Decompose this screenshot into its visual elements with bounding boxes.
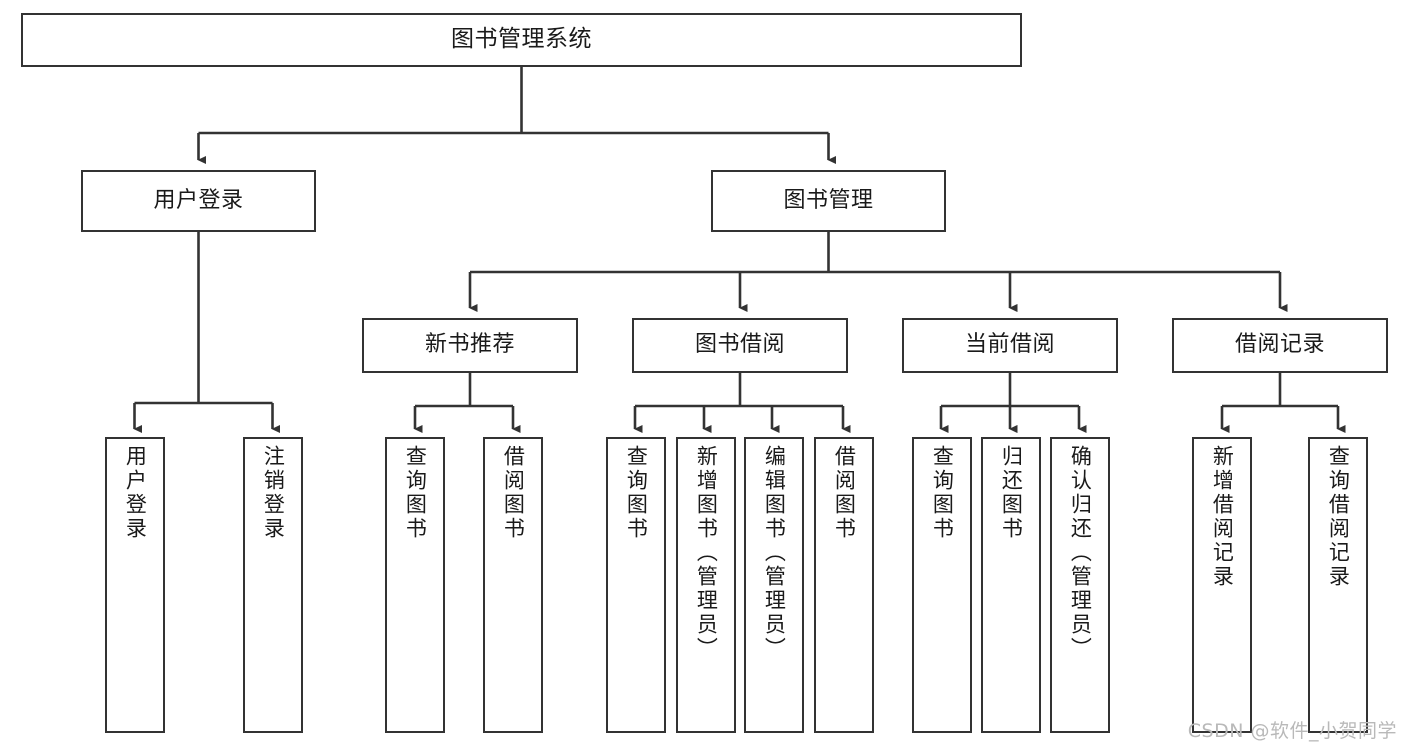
node-current-borrow-label: 当前借阅 [964,332,1055,358]
leaf-borrow-query-book-label: 查询图书 [624,445,649,541]
leaf-borrow-edit-book[interactable]: 编辑图书（管理员） [744,437,804,733]
node-user-login-label: 用户登录 [153,187,244,213]
leaf-user-login-label: 用户登录 [123,445,148,541]
node-root-system[interactable]: 图书管理系统 [21,13,1022,67]
leaf-borrow-borrow-book-label: 借阅图书 [832,445,857,541]
node-new-book-recommend[interactable]: 新书推荐 [362,318,578,373]
node-book-management[interactable]: 图书管理 [711,170,946,232]
leaf-new-book-query-label: 查询图书 [403,445,428,541]
leaf-current-return-book[interactable]: 归还图书 [981,437,1041,733]
node-borrow-record[interactable]: 借阅记录 [1172,318,1388,373]
leaf-borrow-edit-book-label: 编辑图书（管理员） [762,445,787,661]
watermark-text: CSDN @软件_小贺同学 [1187,720,1397,742]
leaf-current-confirm-return-label: 确认归还（管理员） [1068,445,1093,661]
leaf-user-logout[interactable]: 注销登录 [243,437,303,733]
node-root-system-label: 图书管理系统 [451,26,592,53]
leaf-borrow-borrow-book[interactable]: 借阅图书 [814,437,874,733]
node-current-borrow[interactable]: 当前借阅 [902,318,1118,373]
leaf-current-query-book-label: 查询图书 [930,445,955,541]
leaf-record-query[interactable]: 查询借阅记录 [1308,437,1368,733]
node-book-borrow[interactable]: 图书借阅 [632,318,848,373]
leaf-current-confirm-return[interactable]: 确认归还（管理员） [1050,437,1110,733]
leaf-current-return-book-label: 归还图书 [999,445,1024,541]
node-user-login[interactable]: 用户登录 [81,170,316,232]
leaf-new-book-query[interactable]: 查询图书 [385,437,445,733]
leaf-borrow-add-book[interactable]: 新增图书（管理员） [676,437,736,733]
leaf-user-login[interactable]: 用户登录 [105,437,165,733]
node-borrow-record-label: 借阅记录 [1234,332,1325,358]
node-book-management-label: 图书管理 [783,187,874,213]
leaf-new-book-borrow-label: 借阅图书 [501,445,526,541]
leaf-borrow-add-book-label: 新增图书（管理员） [694,445,719,661]
leaf-record-query-label: 查询借阅记录 [1326,445,1351,589]
leaf-borrow-query-book[interactable]: 查询图书 [606,437,666,733]
leaf-record-add[interactable]: 新增借阅记录 [1192,437,1252,733]
node-new-book-recommend-label: 新书推荐 [424,332,515,358]
leaf-user-logout-label: 注销登录 [261,445,286,541]
node-book-borrow-label: 图书借阅 [694,332,785,358]
leaf-current-query-book[interactable]: 查询图书 [912,437,972,733]
leaf-new-book-borrow[interactable]: 借阅图书 [483,437,543,733]
leaf-record-add-label: 新增借阅记录 [1210,445,1235,589]
